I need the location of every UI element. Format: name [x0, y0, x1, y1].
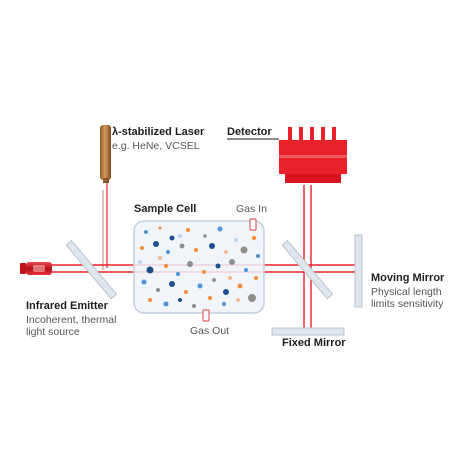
gas-particle [208, 296, 212, 300]
gas-particle [240, 246, 248, 254]
gas-particle [146, 266, 154, 274]
gas-particle [186, 228, 190, 232]
gas-particle [153, 241, 159, 247]
gas-particle [203, 234, 207, 238]
gas-particle [178, 234, 182, 238]
moving-mirror [354, 234, 363, 308]
gas-particle [164, 264, 168, 268]
gas-particle [163, 301, 169, 307]
gas-particle [138, 260, 142, 264]
moving-mirror-title: Moving Mirror [371, 272, 445, 284]
gas-particle [244, 268, 248, 272]
right-beam-splitter [281, 239, 334, 300]
gas-particle [158, 256, 162, 260]
gas-particle [228, 276, 232, 280]
sample-cell-label: Sample Cell [134, 203, 197, 215]
gas-particle [223, 289, 229, 295]
gas-particle [236, 298, 240, 302]
fixed-mirror-label: Fixed Mirror [282, 337, 346, 349]
gas-particle [192, 304, 196, 308]
gas-particle [187, 261, 193, 267]
infrared-emitter [20, 262, 52, 275]
gas-particle [166, 250, 170, 254]
gas-particle [197, 283, 203, 289]
gas-particle [217, 226, 223, 232]
gas-particle [148, 298, 152, 302]
gas-particle [224, 250, 228, 254]
laser-subtitle: e.g. HeNe, VCSEL [112, 140, 200, 152]
gas-particle [237, 283, 243, 289]
detector-block [279, 127, 347, 183]
gas-particle [178, 298, 182, 302]
gas-particle [256, 254, 260, 258]
gas-particle [229, 259, 235, 265]
moving-mirror-sub-2: limits sensitivity [371, 298, 444, 310]
gas-particle [234, 238, 238, 242]
gas-out-port [202, 309, 210, 322]
gas-particle [254, 276, 258, 280]
gas-particle [156, 288, 160, 292]
gas-particle [222, 302, 226, 306]
gas-particle [251, 235, 257, 241]
left-beam-splitter [65, 239, 118, 300]
gas-particle [248, 294, 256, 302]
laser-title: λ-stabilized Laser [112, 126, 205, 138]
sample-cell [133, 218, 265, 322]
gas-particle [176, 272, 180, 276]
infrared-emitter-sub-1: Incoherent, thermal [26, 314, 117, 326]
infrared-emitter-title: Infrared Emitter [26, 300, 108, 312]
gas-particle [215, 263, 221, 269]
gas-particle [179, 243, 185, 249]
gas-particle [194, 248, 198, 252]
infrared-emitter-sub-2: light source [26, 326, 80, 338]
gas-particle [169, 235, 175, 241]
gas-particle [202, 270, 206, 274]
gas-particle [144, 230, 148, 234]
laser-tube [100, 125, 111, 183]
gas-out-label: Gas Out [190, 325, 230, 337]
gas-particle [158, 226, 162, 230]
gas-particle [212, 278, 216, 282]
detector-label: Detector [227, 126, 272, 138]
moving-mirror-sub-1: Physical length [371, 286, 442, 298]
gas-particle [184, 290, 188, 294]
gas-particle [140, 246, 144, 250]
gas-particle [169, 281, 175, 287]
gas-particle [209, 243, 215, 249]
gas-particle [141, 279, 147, 285]
gas-in-label: Gas In [236, 203, 267, 215]
fixed-mirror [271, 327, 345, 336]
gas-in-port [249, 218, 257, 231]
gas-particles [138, 226, 260, 308]
